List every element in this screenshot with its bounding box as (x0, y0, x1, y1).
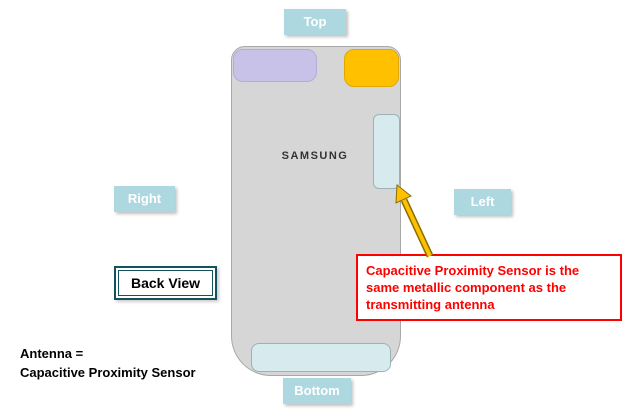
top-direction-label: Top (284, 9, 346, 35)
back-view-label: Back View (118, 270, 214, 296)
back-view-label-frame: Back View (114, 266, 218, 300)
antenna-note: Antenna = Capacitive Proximity Sensor (20, 344, 196, 382)
left-direction-label: Left (454, 189, 511, 215)
sensor-callout-box: Capacitive Proximity Sensor is the same … (356, 254, 622, 321)
top-right-component (344, 49, 399, 87)
bottom-antenna-strip (251, 343, 391, 372)
proximity-sensor-strip (373, 114, 400, 189)
antenna-note-line2: Capacitive Proximity Sensor (20, 365, 196, 380)
phone-back-outline (231, 46, 401, 376)
top-left-component (233, 49, 317, 82)
brand-label: SAMSUNG (281, 150, 349, 162)
antenna-note-line1: Antenna = (20, 346, 84, 361)
right-direction-label: Right (114, 186, 175, 212)
bottom-direction-label: Bottom (283, 378, 351, 404)
